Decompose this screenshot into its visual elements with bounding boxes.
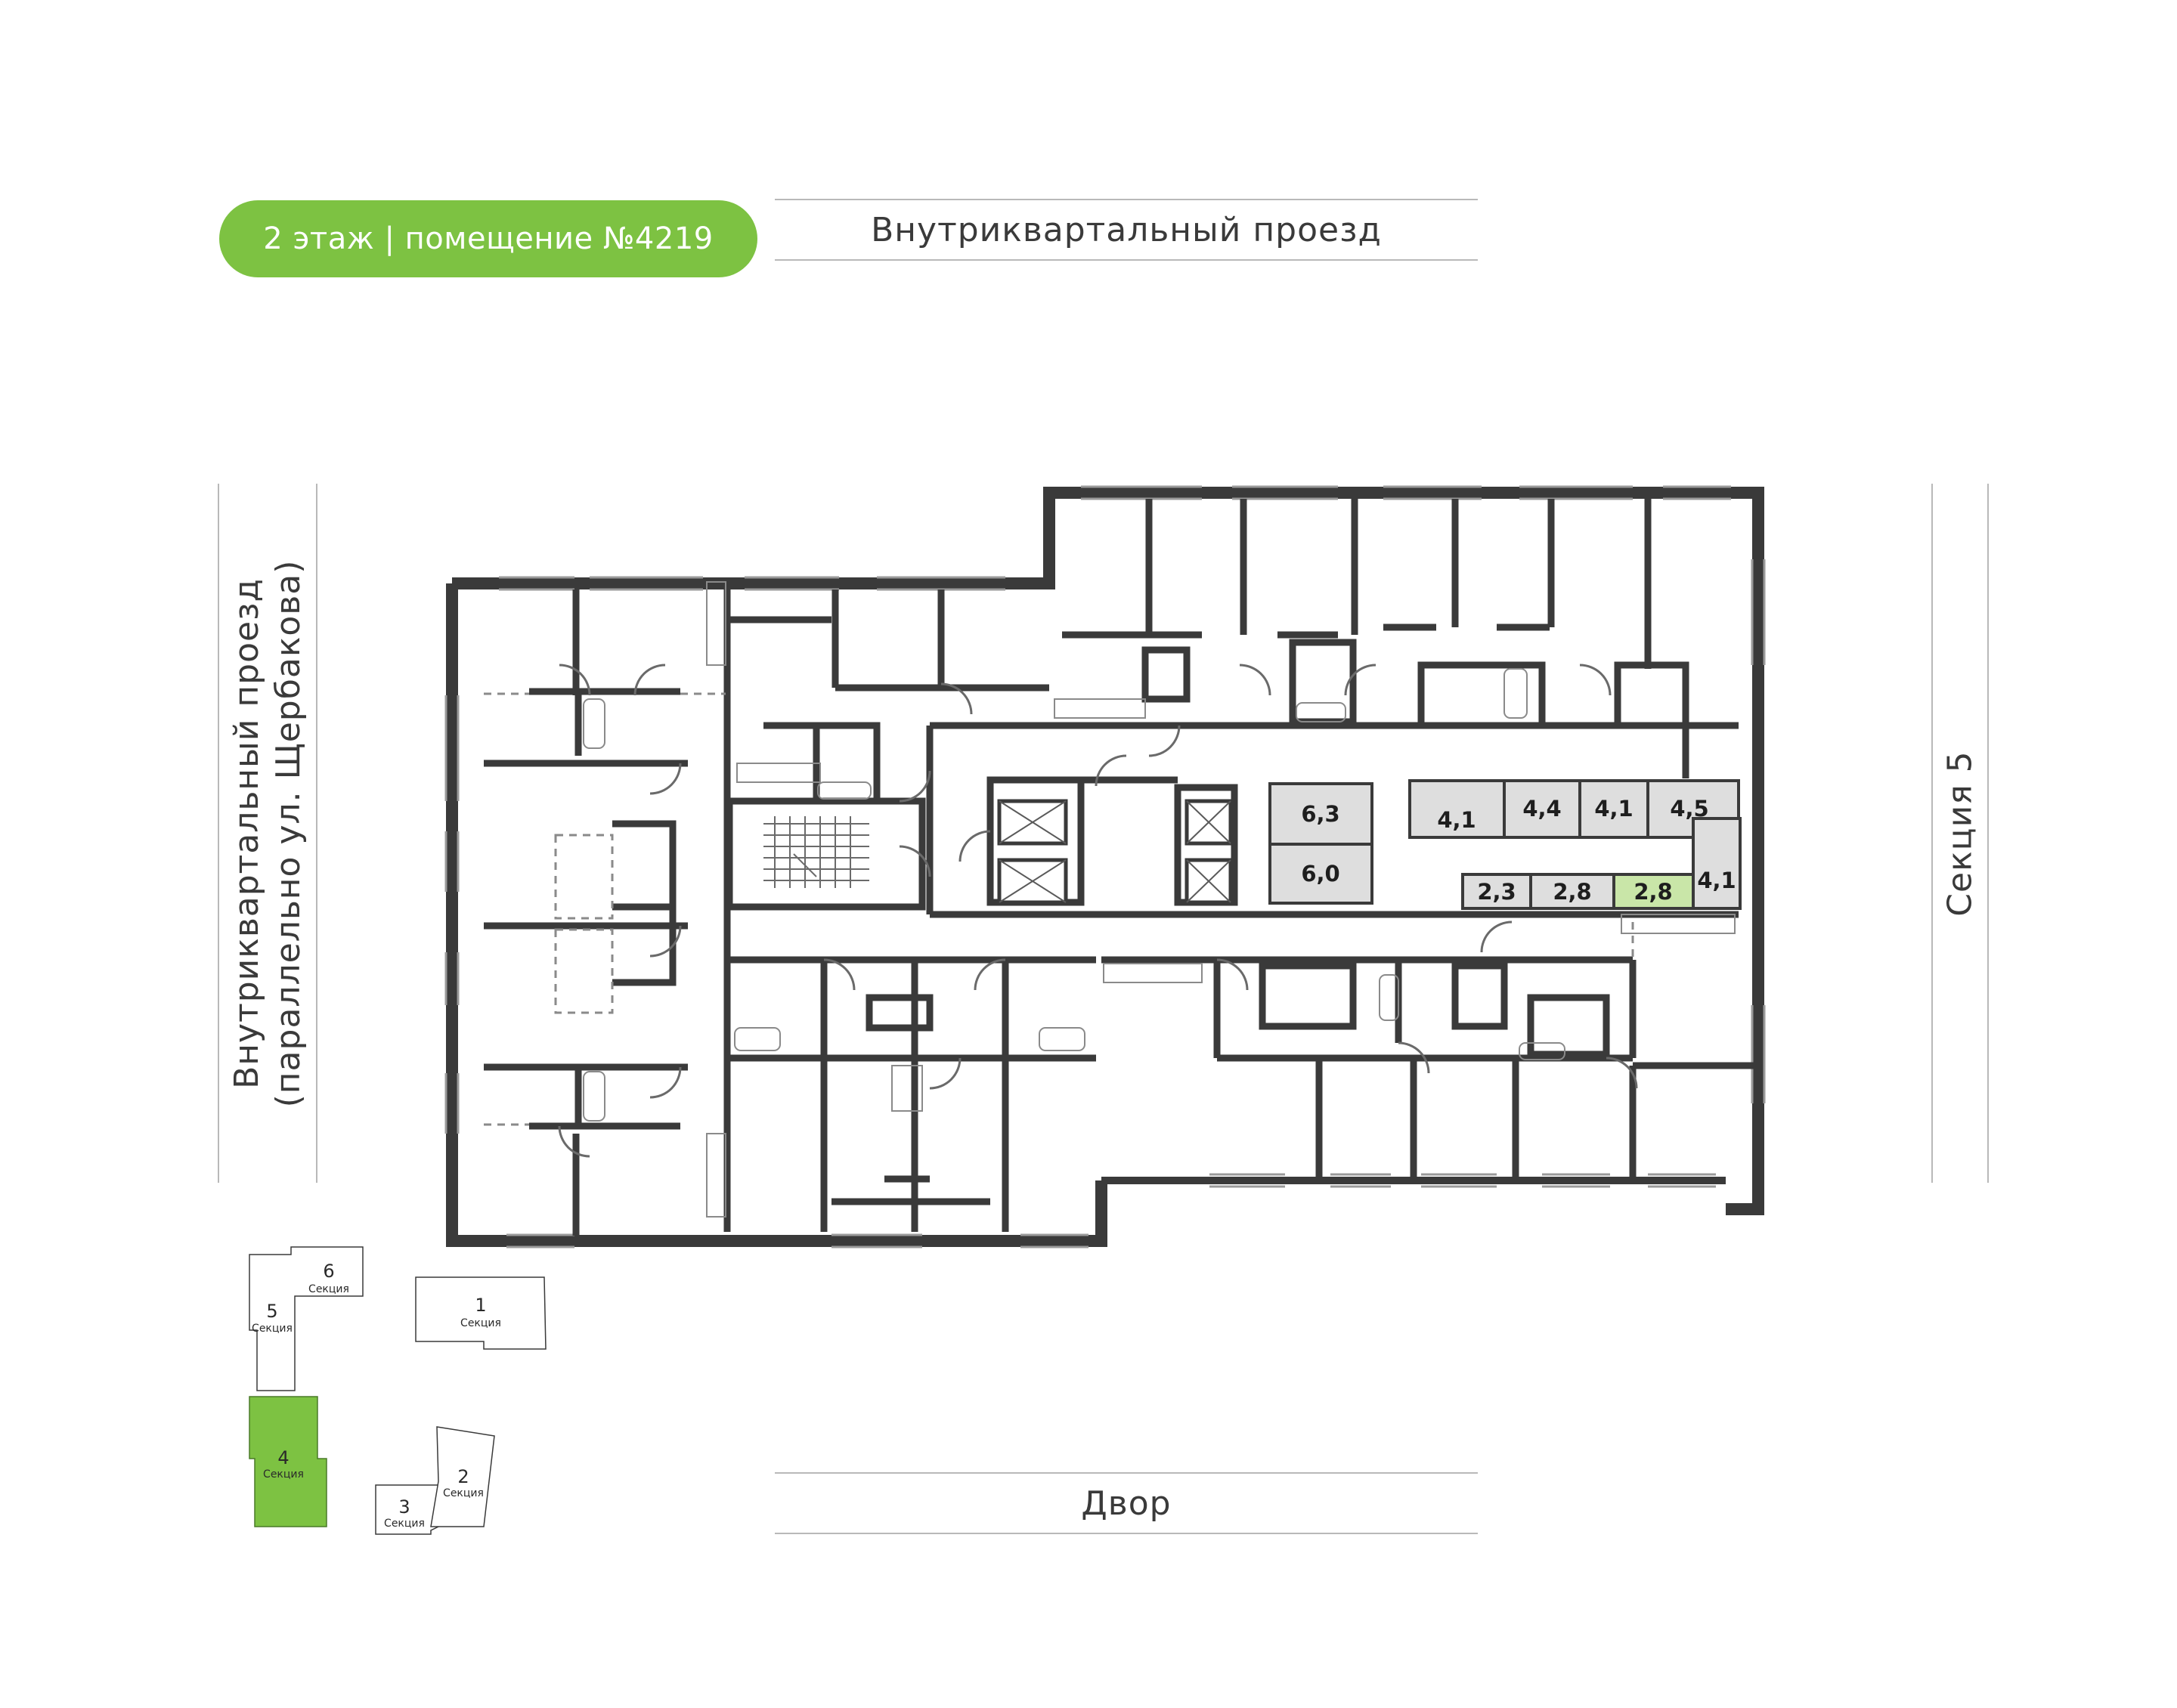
key-plan-labels: 6 Секция 5 Секция 1 Секция 4 Секция 2 Се…	[252, 1261, 501, 1530]
storage-label: 4,1	[1697, 868, 1736, 893]
street-bottom: Двор	[775, 1472, 1478, 1534]
interior-walls	[484, 499, 1754, 1236]
elevator-shafts	[997, 799, 1233, 905]
key-section-num: 1	[475, 1295, 486, 1316]
storage-label: 4,4	[1522, 796, 1561, 822]
street-bottom-label: Двор	[1081, 1484, 1172, 1523]
storage-label: 2,3	[1477, 879, 1516, 905]
exterior-walls	[446, 487, 1764, 1247]
key-section-word: Секция	[308, 1283, 349, 1295]
storage-unit[interactable]: 6,0	[1268, 843, 1373, 905]
storage-label: 6,3	[1301, 801, 1339, 827]
key-section-num: 3	[398, 1496, 410, 1518]
storage-unit[interactable]: 2,8	[1529, 873, 1615, 910]
key-section-num: 5	[266, 1301, 277, 1322]
doors	[558, 664, 1638, 1158]
storage-label: 2,8	[1634, 879, 1672, 905]
key-section-word: Секция	[460, 1317, 501, 1329]
street-left: Внутриквартальный проезд (параллельно ул…	[218, 484, 317, 1183]
key-section-5-6	[249, 1246, 364, 1391]
dashed-zones	[484, 692, 1634, 1126]
key-section-word: Секция	[263, 1468, 304, 1481]
storage-unit-selected[interactable]: 2,8	[1612, 873, 1695, 910]
key-section-word: Секция	[443, 1487, 484, 1499]
storage-unit[interactable]: 2,3	[1461, 873, 1532, 910]
staircase	[763, 816, 869, 888]
key-section-1	[415, 1276, 547, 1350]
storage-unit[interactable]: 4,1	[1692, 817, 1742, 910]
key-section-num: 4	[277, 1447, 289, 1468]
street-top-label: Внутриквартальный проезд	[871, 210, 1382, 249]
floor-room-badge: 2 этаж | помещение №4219	[219, 200, 757, 277]
storage-label: 4,1	[1594, 796, 1633, 822]
key-section-2	[430, 1426, 495, 1527]
storage-units: 6,3 6,0 4,1 4,4 4,1 4,5 2,3 2,8	[1268, 779, 1742, 910]
storage-label: 6,0	[1301, 861, 1339, 886]
windows	[444, 485, 1766, 1249]
storage-unit[interactable]: 4,1	[1578, 779, 1649, 839]
key-section-word: Секция	[384, 1518, 425, 1530]
key-section-num: 2	[457, 1466, 469, 1487]
key-section-num: 6	[323, 1261, 334, 1282]
storage-unit[interactable]: 4,4	[1503, 779, 1581, 839]
key-section-4-active	[249, 1396, 327, 1527]
storage-label: 4,1	[1437, 807, 1476, 833]
key-section-word: Секция	[252, 1323, 293, 1335]
storage-unit[interactable]: 4,1	[1408, 779, 1506, 839]
elevator-crosses	[999, 800, 1231, 903]
storage-unit[interactable]: 6,3	[1268, 782, 1373, 846]
storage-label: 2,8	[1553, 879, 1591, 905]
key-plan	[249, 1246, 547, 1535]
fixtures	[583, 581, 1736, 1218]
street-top: Внутриквартальный проезд	[775, 199, 1478, 261]
street-right: Секция 5	[1931, 484, 1989, 1183]
